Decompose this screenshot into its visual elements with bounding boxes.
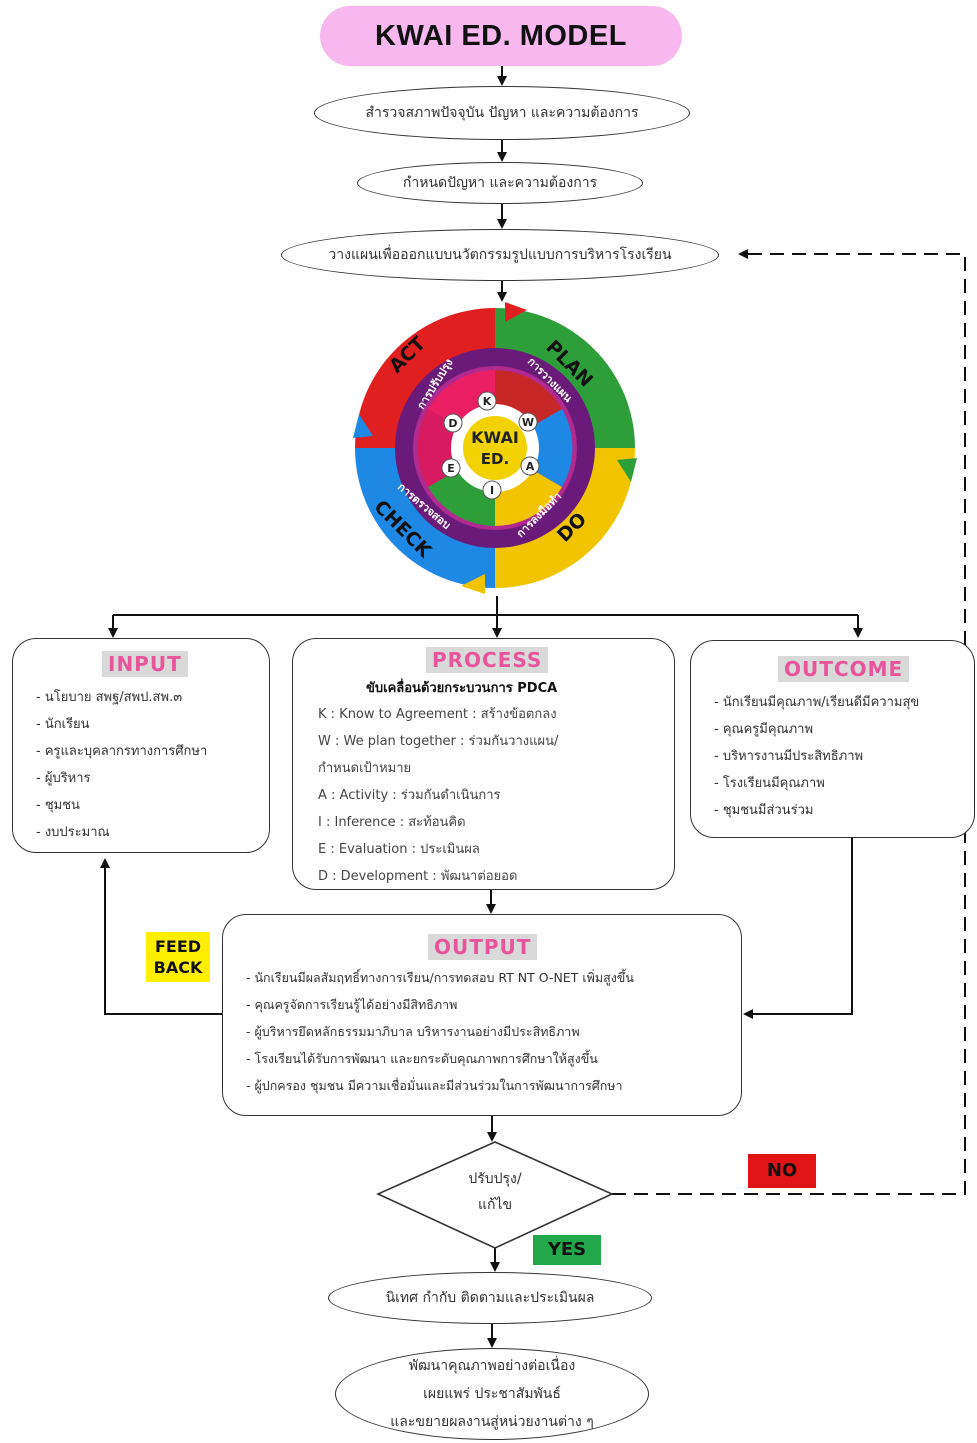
list-item: บริหารงานมีประสิทธิภาพ [714, 743, 919, 770]
survey-step: สำรวจสภาพปัจจุบัน ปัญหา และความต้องการ [314, 86, 690, 140]
letter-a: A [526, 460, 535, 473]
input-header: INPUT [102, 651, 188, 677]
svg-text:ED.: ED. [481, 450, 509, 468]
list-item: งบประมาณ [36, 819, 207, 846]
list-item: ชุมชนมีส่วนร่วม [714, 797, 919, 824]
input-list: นโยบาย สพฐ/สพป.สพ.๓ นักเรียน ครูและบุคลา… [36, 684, 207, 846]
output-header: OUTPUT [428, 934, 538, 960]
output-list: นักเรียนมีผลสัมฤทธิ์ทางการเรียน/การทดสอบ… [246, 964, 634, 1099]
list-item: ผู้ปกครอง ชุมชน มีความเชื่อมั่นและมีส่วน… [246, 1072, 634, 1099]
letter-e: E [447, 462, 455, 475]
yes-tag: YES [533, 1235, 601, 1265]
list-item: โรงเรียนได้รับการพัฒนา และยกระดับคุณภาพก… [246, 1045, 634, 1072]
decision-line1: ปรับปรุง/ [468, 1171, 522, 1187]
list-item: ผู้บริหารยึดหลักธรรมมาภิบาล บริหารงานอย่… [246, 1018, 634, 1045]
svg-text:KWAI: KWAI [471, 428, 519, 447]
final-line2: เผยแพร่ ประชาสัมพันธ์ [423, 1386, 561, 1402]
pdca-cycle-graphic: KWAI ED. K W A I E D ACT PLAN DO CHECK ก… [353, 302, 637, 594]
decision-line2: แก้ไข [477, 1197, 513, 1213]
process-line-w: W : We plan together : ร่วมกันวางแผน/ [318, 734, 559, 749]
list-item: นักเรียนมีผลสัมฤทธิ์ทางการเรียน/การทดสอบ… [246, 964, 633, 991]
arrow-feedback-input [100, 858, 222, 1015]
outcome-list: นักเรียนมีคุณภาพ/เรียนดีมีความสุข คุณครู… [714, 689, 919, 824]
process-line-i: I : Inference : สะท้อนคิด [318, 815, 466, 830]
final-step: พัฒนาคุณภาพอย่างต่อเนื่อง เผยแพร่ ประชาส… [335, 1348, 649, 1440]
final-line1: พัฒนาคุณภาพอย่างต่อเนื่อง [408, 1358, 576, 1374]
no-tag: NO [748, 1154, 816, 1188]
monitor-step-label: นิเทศ กำกับ ติดตามและประเมินผล [385, 1290, 595, 1306]
letter-d: D [448, 417, 457, 430]
letter-k: K [483, 395, 492, 408]
list-item: โรงเรียนมีคุณภาพ [714, 770, 919, 797]
process-header: PROCESS [426, 647, 549, 673]
list-item: นักเรียนมีคุณภาพ/เรียนดีมีความสุข [714, 689, 919, 716]
letter-i: I [490, 484, 494, 497]
process-line-e: E : Evaluation : ประเมินผล [318, 842, 480, 857]
plan-step: วางแผนเพื่อออกแบบนวัตกรรมรูปแบบการบริหาร… [281, 229, 719, 281]
feedback-line2: BACK [153, 958, 203, 977]
center-label: KWAI ED. [471, 428, 519, 468]
arrow-outcome-output [743, 838, 853, 1019]
list-item: คุณครูจัดการเรียนรู้ได้อย่างมีสิทธิภาพ [246, 991, 634, 1018]
process-line-a: A : Activity : ร่วมกันดำเนินการ [318, 788, 501, 803]
define-step: กำหนดปัญหา และความต้องการ [357, 162, 643, 204]
final-line3: และขยายผลงานสู่หน่วยงานต่าง ๆ [390, 1414, 594, 1430]
process-line-w-cont: กำหนดเป้าหมาย [318, 761, 412, 776]
feedback-tag: FEED BACK [146, 932, 210, 982]
process-steps: K : Know to Agreement : สร้างข้อตกลง W :… [318, 701, 558, 890]
list-item: คุณครูมีคุณภาพ [714, 716, 919, 743]
letter-w: W [522, 416, 534, 429]
list-item: นักเรียน [36, 711, 207, 738]
page-title: KWAI ED. MODEL [375, 19, 627, 52]
decision-label: ปรับปรุง/ แก้ไข [445, 1166, 545, 1218]
list-item: ครูและบุคลากรทางการศึกษา [36, 738, 207, 765]
process-line-d: D : Development : พัฒนาต่อยอด [318, 869, 518, 884]
list-item: นโยบาย สพฐ/สพป.สพ.๓ [36, 684, 207, 711]
list-item: ผู้บริหาร [36, 765, 207, 792]
feedback-line1: FEED [154, 937, 202, 956]
process-box [292, 638, 675, 890]
monitor-step: นิเทศ กำกับ ติดตามและประเมินผล [328, 1272, 652, 1324]
outcome-header: OUTCOME [778, 656, 910, 682]
survey-step-label: สำรวจสภาพปัจจุบัน ปัญหา และความต้องการ [365, 105, 639, 121]
process-line-k: K : Know to Agreement : สร้างข้อตกลง [318, 707, 557, 722]
plan-step-label: วางแผนเพื่อออกแบบนวัตกรรมรูปแบบการบริหาร… [328, 247, 672, 263]
decision-diamond [376, 1141, 614, 1249]
title-banner: KWAI ED. MODEL [320, 6, 682, 66]
list-item: ชุมชน [36, 792, 207, 819]
process-subtitle: ขับเคลื่อนด้วยกระบวนการ PDCA [366, 681, 558, 696]
define-step-label: กำหนดปัญหา และความต้องการ [402, 175, 598, 191]
